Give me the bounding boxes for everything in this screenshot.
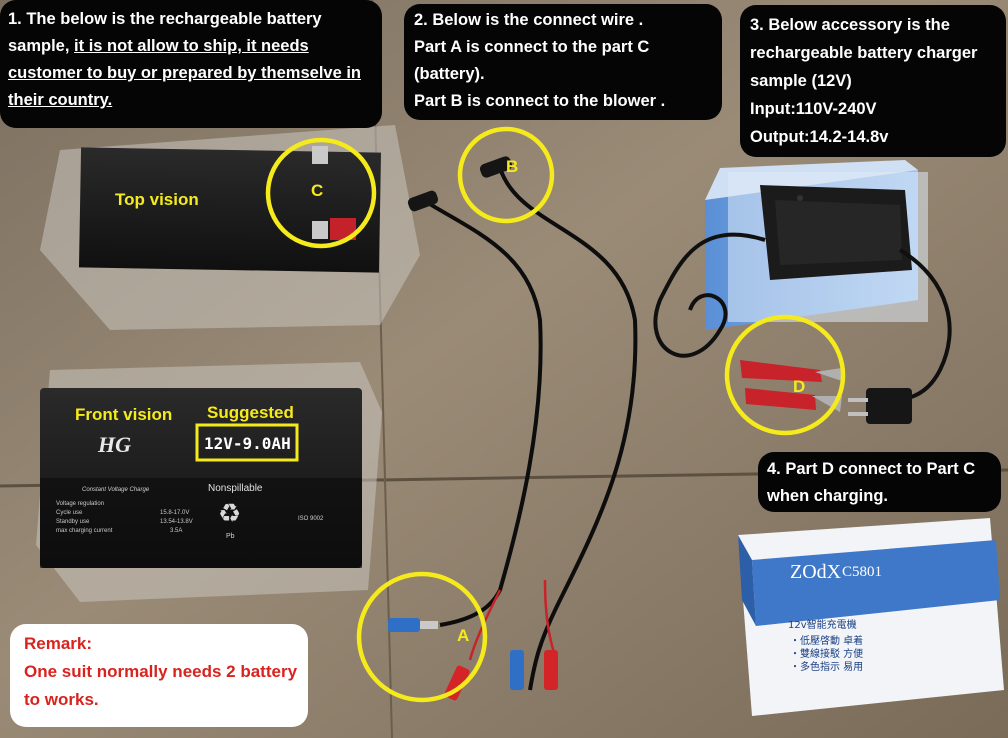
battery-iso-label: ISO 9002 [298,516,324,522]
battery-cvc-label: Constant Voltage Charge [82,487,150,493]
panel-2-line-2: Part A is connect to the part C [414,38,650,56]
battery-pb-label: Pb [226,533,235,540]
suggested-label: Suggested [207,403,294,422]
marker-ring-c [265,137,377,249]
panel-4-line-2: when charging. [767,487,889,505]
instruction-panel-4: 4. Part D connect to Part C when chargin… [758,452,1001,512]
battery-row-2: Cycle use [56,510,83,516]
battery-row-2-value: 15.8-17.0V [160,510,189,516]
remark-note: Remark: One suit normally needs 2 batter… [10,624,308,727]
top-vision-label: Top vision [115,190,199,209]
battery-top-view [40,125,420,330]
battery-front-view [36,362,382,602]
remark-line-2: to works. [24,690,99,709]
panel-1-line-2-plain: sample, [8,37,75,55]
charger-box-bullet-3: ・多色指示 易用 [790,660,863,673]
charger-adapter [760,185,912,280]
panel-3-line-2: rechargeable battery charger [750,44,978,62]
panel-2-line-3: (battery). [414,65,485,83]
marker-ring-b [457,126,555,224]
marker-label-c: C [311,181,323,200]
instruction-panel-2: 2. Below is the connect wire . Part A is… [404,4,722,120]
panel-2-line-1: 2. Below is the connect wire . [414,11,644,29]
spade-connectors [388,618,558,701]
battery-row-4-value: 3.5A [170,528,182,534]
battery-brand-logo: HG [97,432,131,457]
battery-nonspill-label: Nonspillable [208,483,263,494]
recycle-icon: ♻ [218,499,241,529]
remark-title: Remark: [24,634,93,653]
charger-box-bullet-2: ・雙線接駁 方便 [790,647,863,660]
instruction-panel-1: 1. The below is the rechargeable battery… [0,0,382,128]
panel-1-line-1: 1. The below is the rechargeable battery [8,10,322,28]
marker-ring-d [724,314,846,436]
charger-box-bullet-1: ・低壓啓動 卓着 [790,634,863,647]
panel-3-line-5: Output:14.2-14.8v [750,128,889,146]
panel-4-line-1: 4. Part D connect to Part C [767,460,976,478]
instruction-panel-3: 3. Below accessory is the rechargeable b… [740,5,1006,157]
battery-spec-label: 12V-9.0AH [204,434,291,453]
panel-2-line-4: Part B is connect to the blower . [414,92,666,110]
battery-row-1: Voltage regulation [56,501,104,507]
battery-spec-box [195,423,299,462]
panel-1-line-2: sample, it is not allow to ship, it need… [8,33,382,60]
battery-row-4: max charging current [56,528,113,534]
crocodile-clips [740,360,845,412]
marker-label-d: D [793,377,805,396]
charger-box-brand: ZOdX [790,561,842,583]
charger-product-box [738,518,1004,716]
panel-1-line-4: their country. [8,91,113,109]
charger-box-model: C5801 [842,564,882,580]
panel-1-line-3: customer to buy or prepared by themselve… [8,64,362,82]
panel-3-line-4: Input:110V-240V [750,100,877,118]
marker-label-b: B [506,157,518,176]
charger-box-title: 12v智能充電機 [788,618,857,631]
panel-3-line-3: sample (12V) [750,72,852,90]
panel-3-line-1: 3. Below accessory is the [750,16,950,34]
front-vision-label: Front vision [75,405,173,424]
marker-label-a: A [457,626,469,645]
marker-ring-a [356,571,488,703]
battery-row-3-value: 13.54-13.8V [160,519,193,525]
remark-line-1: One suit normally needs 2 battery [24,662,298,681]
battery-row-3: Standby use [56,519,90,525]
panel-1-line-2-underlined: it is not allow to ship, it needs [74,37,309,55]
ac-plug [848,388,912,424]
